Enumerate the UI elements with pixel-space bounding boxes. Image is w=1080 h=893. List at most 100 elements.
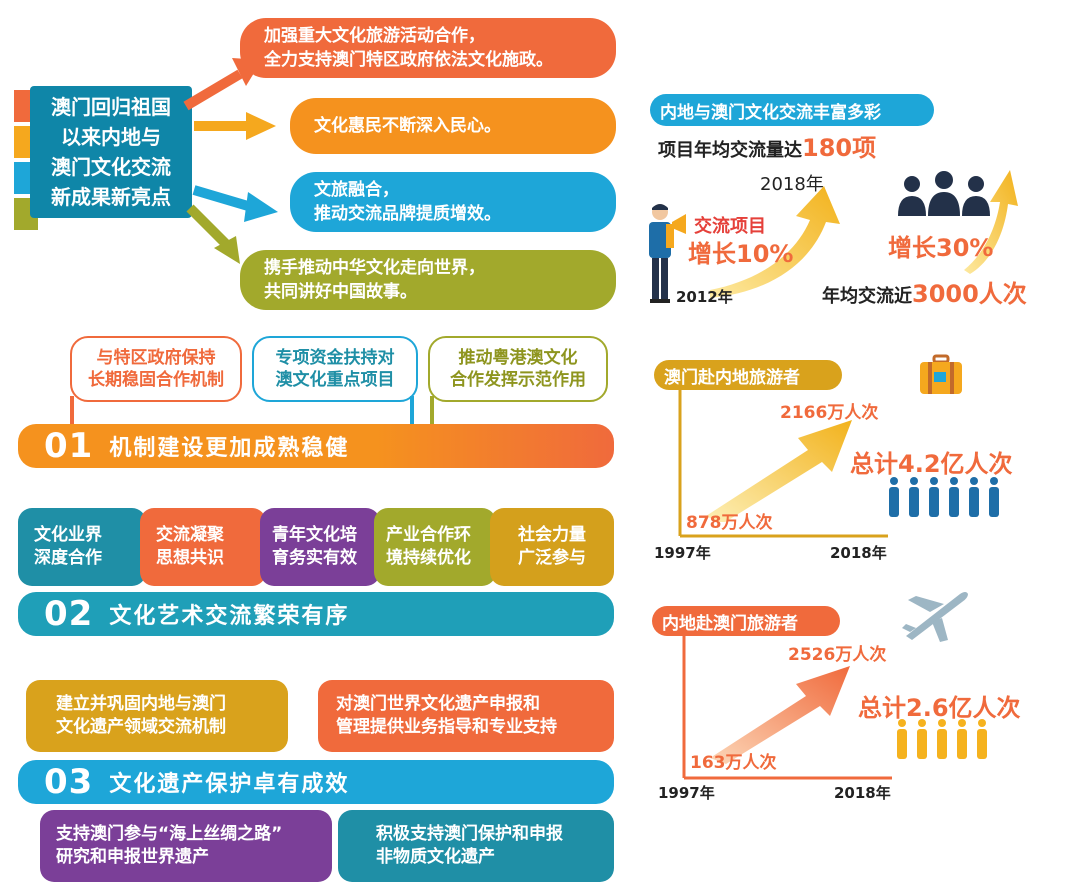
section2-card-3-line-1: 青年文化培 xyxy=(272,525,357,545)
project-growth-arrow xyxy=(710,186,840,298)
left-title-line-4: 新成果新亮点 xyxy=(51,185,171,209)
bottom-people-row xyxy=(894,718,992,760)
section1-bubble-2-line-1: 专项资金扶持对 xyxy=(275,348,395,368)
section1-bubble-2-tail xyxy=(410,396,414,426)
arrow-to-highlight-3 xyxy=(192,185,278,222)
section3-card-2-line-2: 管理提供业务指导和专业支持 xyxy=(336,717,557,737)
people-annual-line: 年均交流近3000人次 xyxy=(822,274,1027,309)
arrow-to-highlight-4 xyxy=(186,204,240,264)
section2-card-3-line-2: 育务实有效 xyxy=(272,548,357,568)
section1-bubble-1: 与特区政府保持 长期稳固合作机制 xyxy=(70,336,242,402)
mid-chart-axes xyxy=(678,382,888,538)
section3-card-2-line-1: 对澳门世界文化遗产申报和 xyxy=(336,694,540,714)
highlight-2-line-1: 文化惠民不断深入民心。 xyxy=(314,116,501,136)
section2-card-3: 青年文化培 育务实有效 xyxy=(260,508,380,586)
bottom-people-icons xyxy=(897,719,987,759)
section1-bubble-1-line-1: 与特区政府保持 xyxy=(96,348,216,368)
section2-bar: 02 文化艺术交流繁荣有序 xyxy=(18,592,614,636)
section3-card-1-line-1: 建立并巩固内地与澳门 xyxy=(56,694,226,714)
highlight-pill-4: 携手推动中华文化走向世界， 共同讲好中国故事。 xyxy=(240,250,616,310)
section3-card-1: 建立并巩固内地与澳门 文化遗产领域交流机制 xyxy=(26,680,288,752)
section2-card-5-line-1: 社会力量 xyxy=(518,525,586,545)
section1-bubble-2: 专项资金扶持对 澳文化重点项目 xyxy=(252,336,418,402)
people-annual-prefix: 年均交流近 xyxy=(822,286,912,307)
right-top-header: 内地与澳门文化交流丰富多彩 xyxy=(650,94,934,126)
section3-title: 文化遗产保护卓有成效 xyxy=(109,772,350,797)
highlight-pill-1: 加强重大文化旅游活动合作， 全力支持澳门特区政府依法文化施政。 xyxy=(240,18,616,78)
people-annual-value: 3000人次 xyxy=(912,280,1027,308)
section2-card-2: 交流凝聚 思想共识 xyxy=(140,508,266,586)
highlight-1-line-1: 加强重大文化旅游活动合作， xyxy=(264,26,485,46)
mid-year-start: 1997年 xyxy=(654,544,711,562)
mid-year-end: 2018年 xyxy=(830,544,887,562)
project-label: 交流项目 xyxy=(694,216,766,237)
highlight-3-line-1: 文旅融合， xyxy=(314,180,399,200)
highlight-4-line-2: 共同讲好中国故事。 xyxy=(264,282,417,302)
annual-projects-value: 180项 xyxy=(802,134,877,162)
people-group-icon xyxy=(898,171,990,216)
section2-card-5: 社会力量 广泛参与 xyxy=(490,508,614,586)
mid-total: 总计4.2亿人次 xyxy=(850,450,1013,478)
bottom-year-end: 2018年 xyxy=(834,784,891,802)
bottom-growth-arrow xyxy=(710,666,850,764)
right-bottom-header-text: 内地赴澳门旅游者 xyxy=(662,613,798,634)
section1-bubble-3-line-2: 合作发挥示范作用 xyxy=(450,370,586,390)
mid-high-value: 2166万人次 xyxy=(780,403,879,423)
highlight-pill-3: 文旅融合， 推动交流品牌提质增效。 xyxy=(290,172,616,232)
project-growth: 增长10% xyxy=(688,240,794,268)
annual-projects-prefix: 项目年均交流量达 xyxy=(658,140,802,161)
section2-card-4: 产业合作环 境持续优化 xyxy=(374,508,496,586)
section1-bubble-3-line-1: 推动粤港澳文化 xyxy=(458,348,578,368)
bottom-year-start: 1997年 xyxy=(658,784,715,802)
mid-growth-arrow xyxy=(706,420,852,522)
right-top-year-end: 2018年 xyxy=(760,174,824,195)
section2-card-2-line-2: 思想共识 xyxy=(156,548,224,568)
section2-card-4-line-1: 产业合作环 xyxy=(386,525,471,545)
bottom-chart-axes xyxy=(682,628,892,780)
section1-bubble-2-line-2: 澳文化重点项目 xyxy=(275,370,395,390)
right-mid-header: 澳门赴内地旅游者 xyxy=(654,360,842,390)
highlight-1-line-2: 全力支持澳门特区政府依法文化施政。 xyxy=(264,50,553,70)
section1-bubble-1-tail xyxy=(70,396,74,426)
section2-card-2-line-1: 交流凝聚 xyxy=(156,525,224,545)
section1-title: 机制建设更加成熟稳健 xyxy=(109,436,350,461)
section3-card-1-line-2: 文化遗产领域交流机制 xyxy=(56,717,226,737)
highlight-pill-2: 文化惠民不断深入民心。 xyxy=(290,98,616,154)
people-growth-arrow xyxy=(964,170,1018,274)
megaphone-person-icon xyxy=(649,204,686,303)
bottom-low-value: 163万人次 xyxy=(690,753,777,773)
mid-people-row xyxy=(886,476,1004,518)
annual-projects-line: 项目年均交流量达180项 xyxy=(658,128,876,163)
section3-bar: 03 文化遗产保护卓有成效 xyxy=(18,760,614,804)
section2-card-1-line-2: 深度合作 xyxy=(34,548,102,568)
arrow-to-highlight-2 xyxy=(194,112,276,140)
section1-bubble-3: 推动粤港澳文化 合作发挥示范作用 xyxy=(428,336,608,402)
section2-card-4-line-2: 境持续优化 xyxy=(386,548,471,568)
section3-card-3-line-2: 研究和申报世界遗产 xyxy=(56,847,209,867)
airplane-icon xyxy=(902,592,968,642)
section3-card-4: 积极支持澳门保护和申报 非物质文化遗产 xyxy=(338,810,614,882)
right-bottom-header: 内地赴澳门旅游者 xyxy=(652,606,840,636)
section3-card-4-line-1: 积极支持澳门保护和申报 xyxy=(376,824,563,844)
section2-number: 02 xyxy=(44,594,94,634)
right-top-header-text: 内地与澳门文化交流丰富多彩 xyxy=(660,102,881,123)
section3-number: 03 xyxy=(44,762,94,802)
section2-card-5-line-2: 广泛参与 xyxy=(518,548,586,568)
section1-bubble-3-tail xyxy=(430,396,434,426)
left-title-line-2: 以来内地与 xyxy=(61,125,161,149)
left-title-box: 澳门回归祖国 以来内地与 澳门文化交流 新成果新亮点 xyxy=(30,86,192,218)
left-title-line-3: 澳门文化交流 xyxy=(51,155,171,179)
section2-title: 文化艺术交流繁荣有序 xyxy=(109,604,350,629)
section1-bubble-1-line-2: 长期稳固合作机制 xyxy=(88,370,224,390)
section2-card-1: 文化业界 深度合作 xyxy=(18,508,146,586)
mid-low-value: 878万人次 xyxy=(686,513,773,533)
left-title-line-1: 澳门回归祖国 xyxy=(51,95,171,119)
highlight-4-line-1: 携手推动中华文化走向世界， xyxy=(264,258,485,278)
bottom-high-value: 2526万人次 xyxy=(788,645,887,665)
section1-bar: 01 机制建设更加成熟稳健 xyxy=(18,424,614,468)
suitcase-icon xyxy=(920,354,962,394)
section2-card-1-line-1: 文化业界 xyxy=(34,525,102,545)
section1-number: 01 xyxy=(44,426,94,466)
section3-card-4-line-2: 非物质文化遗产 xyxy=(376,847,495,867)
highlight-3-line-2: 推动交流品牌提质增效。 xyxy=(314,204,501,224)
